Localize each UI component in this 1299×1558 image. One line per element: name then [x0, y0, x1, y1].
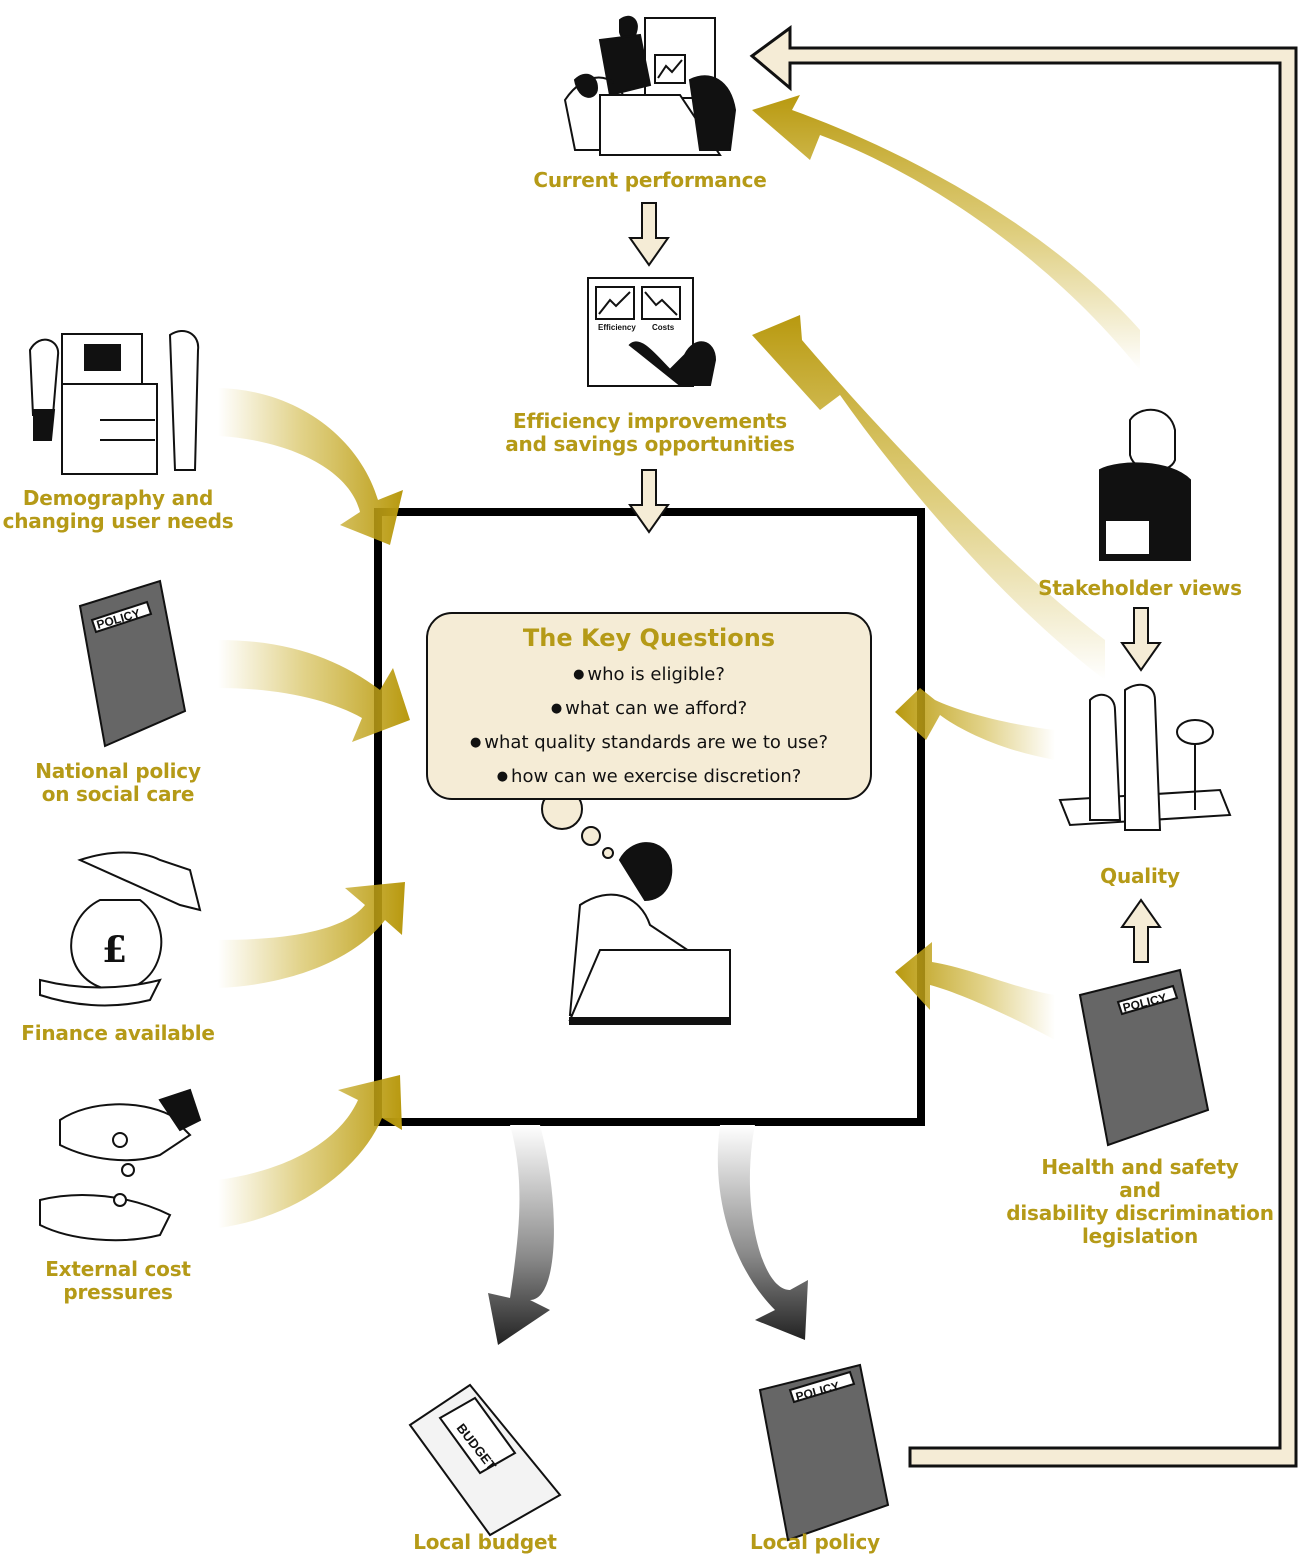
to-local-policy-arrow: [717, 1125, 808, 1340]
money-bag-illustration: [39, 851, 202, 1007]
key-question-text: how can we exercise discretion?: [511, 766, 802, 787]
label-local-budget: Local budget: [385, 1531, 585, 1554]
quality-to-efficiency-arrow: [752, 315, 1105, 680]
policy-doc-national-illustration: [78, 579, 187, 748]
key-question-item: ●what quality standards are we to use?: [469, 732, 829, 753]
label-line: Stakeholder views: [1038, 576, 1242, 600]
label-local-policy: Local policy: [715, 1531, 915, 1554]
legislation-to-quality-arrow: [1120, 898, 1162, 963]
legislation-arrow: [895, 942, 1055, 1040]
budget-document-illustration: [408, 1383, 562, 1537]
label-stakeholder: Stakeholder views: [1020, 577, 1260, 600]
label-line: and savings opportunities: [505, 432, 795, 456]
key-question-text: what can we afford?: [565, 698, 748, 719]
key-question-item: ●who is eligible?: [573, 664, 725, 685]
costs-caption: Costs: [652, 323, 675, 332]
stakeholder-to-quality-arrow: [1120, 607, 1162, 672]
label-efficiency: Efficiency improvements and savings oppo…: [480, 410, 820, 456]
perf-to-efficiency-arrow: [628, 202, 670, 267]
key-questions-title: The Key Questions: [522, 624, 776, 652]
efficiency-caption: Efficiency: [598, 323, 636, 332]
label-line: Health and safety: [1041, 1155, 1239, 1179]
man-writing-illustration: [568, 842, 731, 1025]
label-line: Efficiency improvements: [512, 409, 787, 433]
national-policy-arrow: [218, 640, 410, 742]
woman-phone-illustration: [1099, 408, 1191, 561]
label-national-policy: National policy on social care: [0, 760, 236, 806]
demography-arrow: [218, 388, 403, 545]
external-cost-arrow: [218, 1075, 402, 1228]
coins-hands-illustration: [39, 1088, 202, 1242]
key-question-item: ●what can we afford?: [550, 698, 748, 719]
label-line: Demography and: [22, 486, 214, 510]
office-planning-illustration: [28, 330, 200, 475]
efficiency-costs-chart-illustration: [587, 277, 717, 387]
stakeholder-to-performance-arrow: [752, 95, 1140, 370]
label-line: Local policy: [750, 1530, 880, 1554]
label-current-performance: Current performance: [500, 169, 800, 192]
label-line: Finance available: [21, 1021, 215, 1045]
policy-doc-local-illustration: [758, 1363, 890, 1542]
pound-symbol: £: [102, 929, 127, 971]
finance-arrow: [218, 882, 405, 988]
label-demography: Demography and changing user needs: [0, 487, 236, 533]
key-question-item: ●how can we exercise discretion?: [496, 766, 802, 787]
label-line: Quality: [1100, 864, 1180, 888]
label-line: legislation: [1081, 1224, 1199, 1248]
label-line: National policy: [35, 759, 201, 783]
label-line: Local budget: [413, 1530, 557, 1554]
label-line: on social care: [41, 782, 195, 806]
feedback-loop-arrow: [749, 25, 1298, 1468]
quality-arrow: [895, 688, 1055, 760]
key-question-text: who is eligible?: [587, 664, 725, 685]
policy-doc-legislation-illustration: [1078, 968, 1210, 1147]
thought-bubble-medium: [581, 826, 601, 846]
key-question-text: what quality standards are we to use?: [484, 732, 829, 753]
label-finance: Finance available: [0, 1022, 236, 1045]
label-line: and: [1119, 1178, 1161, 1202]
meeting-presentation-illustration: [563, 15, 737, 156]
elderly-couple-bus-stop-illustration: [1058, 683, 1232, 831]
label-quality: Quality: [1040, 865, 1240, 888]
thought-bubble-small: [602, 847, 614, 859]
label-line: changing user needs: [2, 509, 234, 533]
key-questions-panel: The Key Questions ●who is eligible? ●wha…: [426, 612, 872, 800]
central-decision-box: [374, 508, 925, 1126]
label-line: External cost: [45, 1257, 191, 1281]
label-external-cost: External cost pressures: [0, 1258, 236, 1304]
label-line: pressures: [63, 1280, 173, 1304]
label-line: disability discrimination: [1006, 1201, 1274, 1225]
to-local-budget-arrow: [488, 1125, 554, 1345]
label-legislation: Health and safety and disability discrim…: [1000, 1156, 1280, 1248]
label-line: Current performance: [533, 168, 767, 192]
efficiency-to-box-arrow: [628, 469, 670, 534]
